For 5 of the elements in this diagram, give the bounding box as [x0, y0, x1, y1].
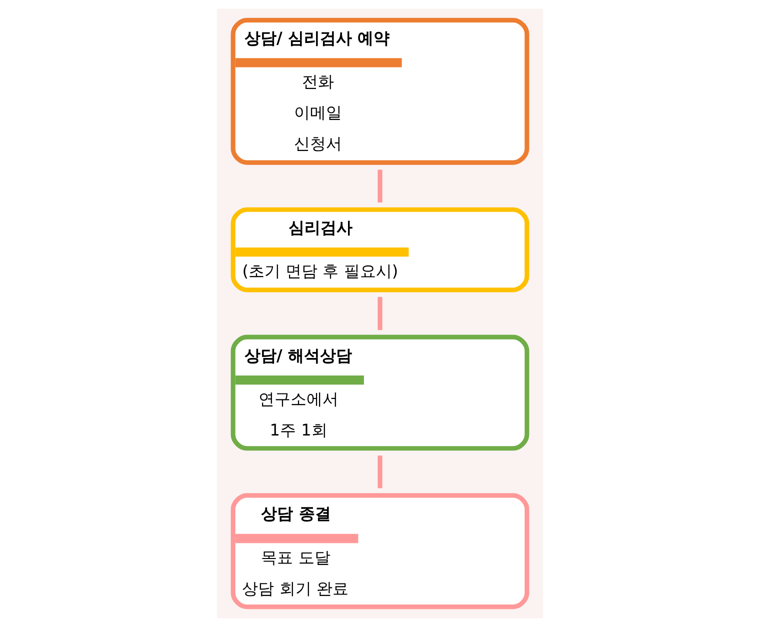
connector	[378, 456, 382, 488]
connector	[378, 170, 382, 202]
connector	[378, 296, 382, 330]
node-box: 상담/ 해석상담 연구소에서 1주 1회	[230, 334, 530, 451]
node-box: 심리검사 (초기 면담 후 필요시)	[230, 207, 530, 292]
